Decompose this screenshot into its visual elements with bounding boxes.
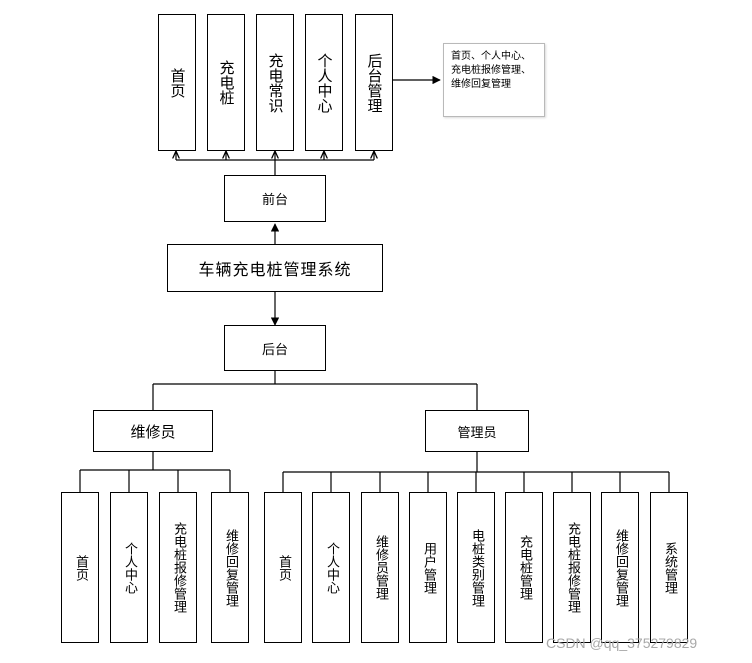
- admin-node: 管理员: [425, 410, 529, 452]
- back-end-node: 后台: [224, 325, 326, 371]
- watermark: CSDN @qq_375279829: [546, 635, 698, 651]
- admin-item-system-management: 系统管理: [650, 492, 688, 643]
- repairer-item-repair-report: 充电桩报修管理: [159, 492, 197, 643]
- admin-item-repairer-management: 维修员管理: [361, 492, 399, 643]
- backend-admin-note: 首页、个人中心、充电桩报修管理、维修回复管理: [443, 43, 545, 117]
- admin-item-charger-category-management: 电桩类别管理: [457, 492, 495, 643]
- repairer-item-home: 首页: [61, 492, 99, 643]
- front-item-backend-admin: 后台管理: [355, 14, 393, 151]
- admin-item-charger-management: 充电桩管理: [505, 492, 543, 643]
- front-item-personal-center: 个人中心: [305, 14, 343, 151]
- front-item-home: 首页: [158, 14, 196, 151]
- admin-item-repair-reply: 维修回复管理: [601, 492, 639, 643]
- repairer-item-personal-center: 个人中心: [110, 492, 148, 643]
- admin-item-user-management: 用户管理: [409, 492, 447, 643]
- repairer-node: 维修员: [93, 410, 213, 452]
- front-end-node: 前台: [224, 175, 326, 222]
- front-item-charger: 充电桩: [207, 14, 245, 151]
- front-item-charging-knowledge: 充电常识: [256, 14, 294, 151]
- admin-item-personal-center: 个人中心: [312, 492, 350, 643]
- system-root-node: 车辆充电桩管理系统: [167, 244, 383, 292]
- repairer-item-repair-reply: 维修回复管理: [211, 492, 249, 643]
- admin-item-home: 首页: [264, 492, 302, 643]
- admin-item-repair-report: 充电桩报修管理: [553, 492, 591, 643]
